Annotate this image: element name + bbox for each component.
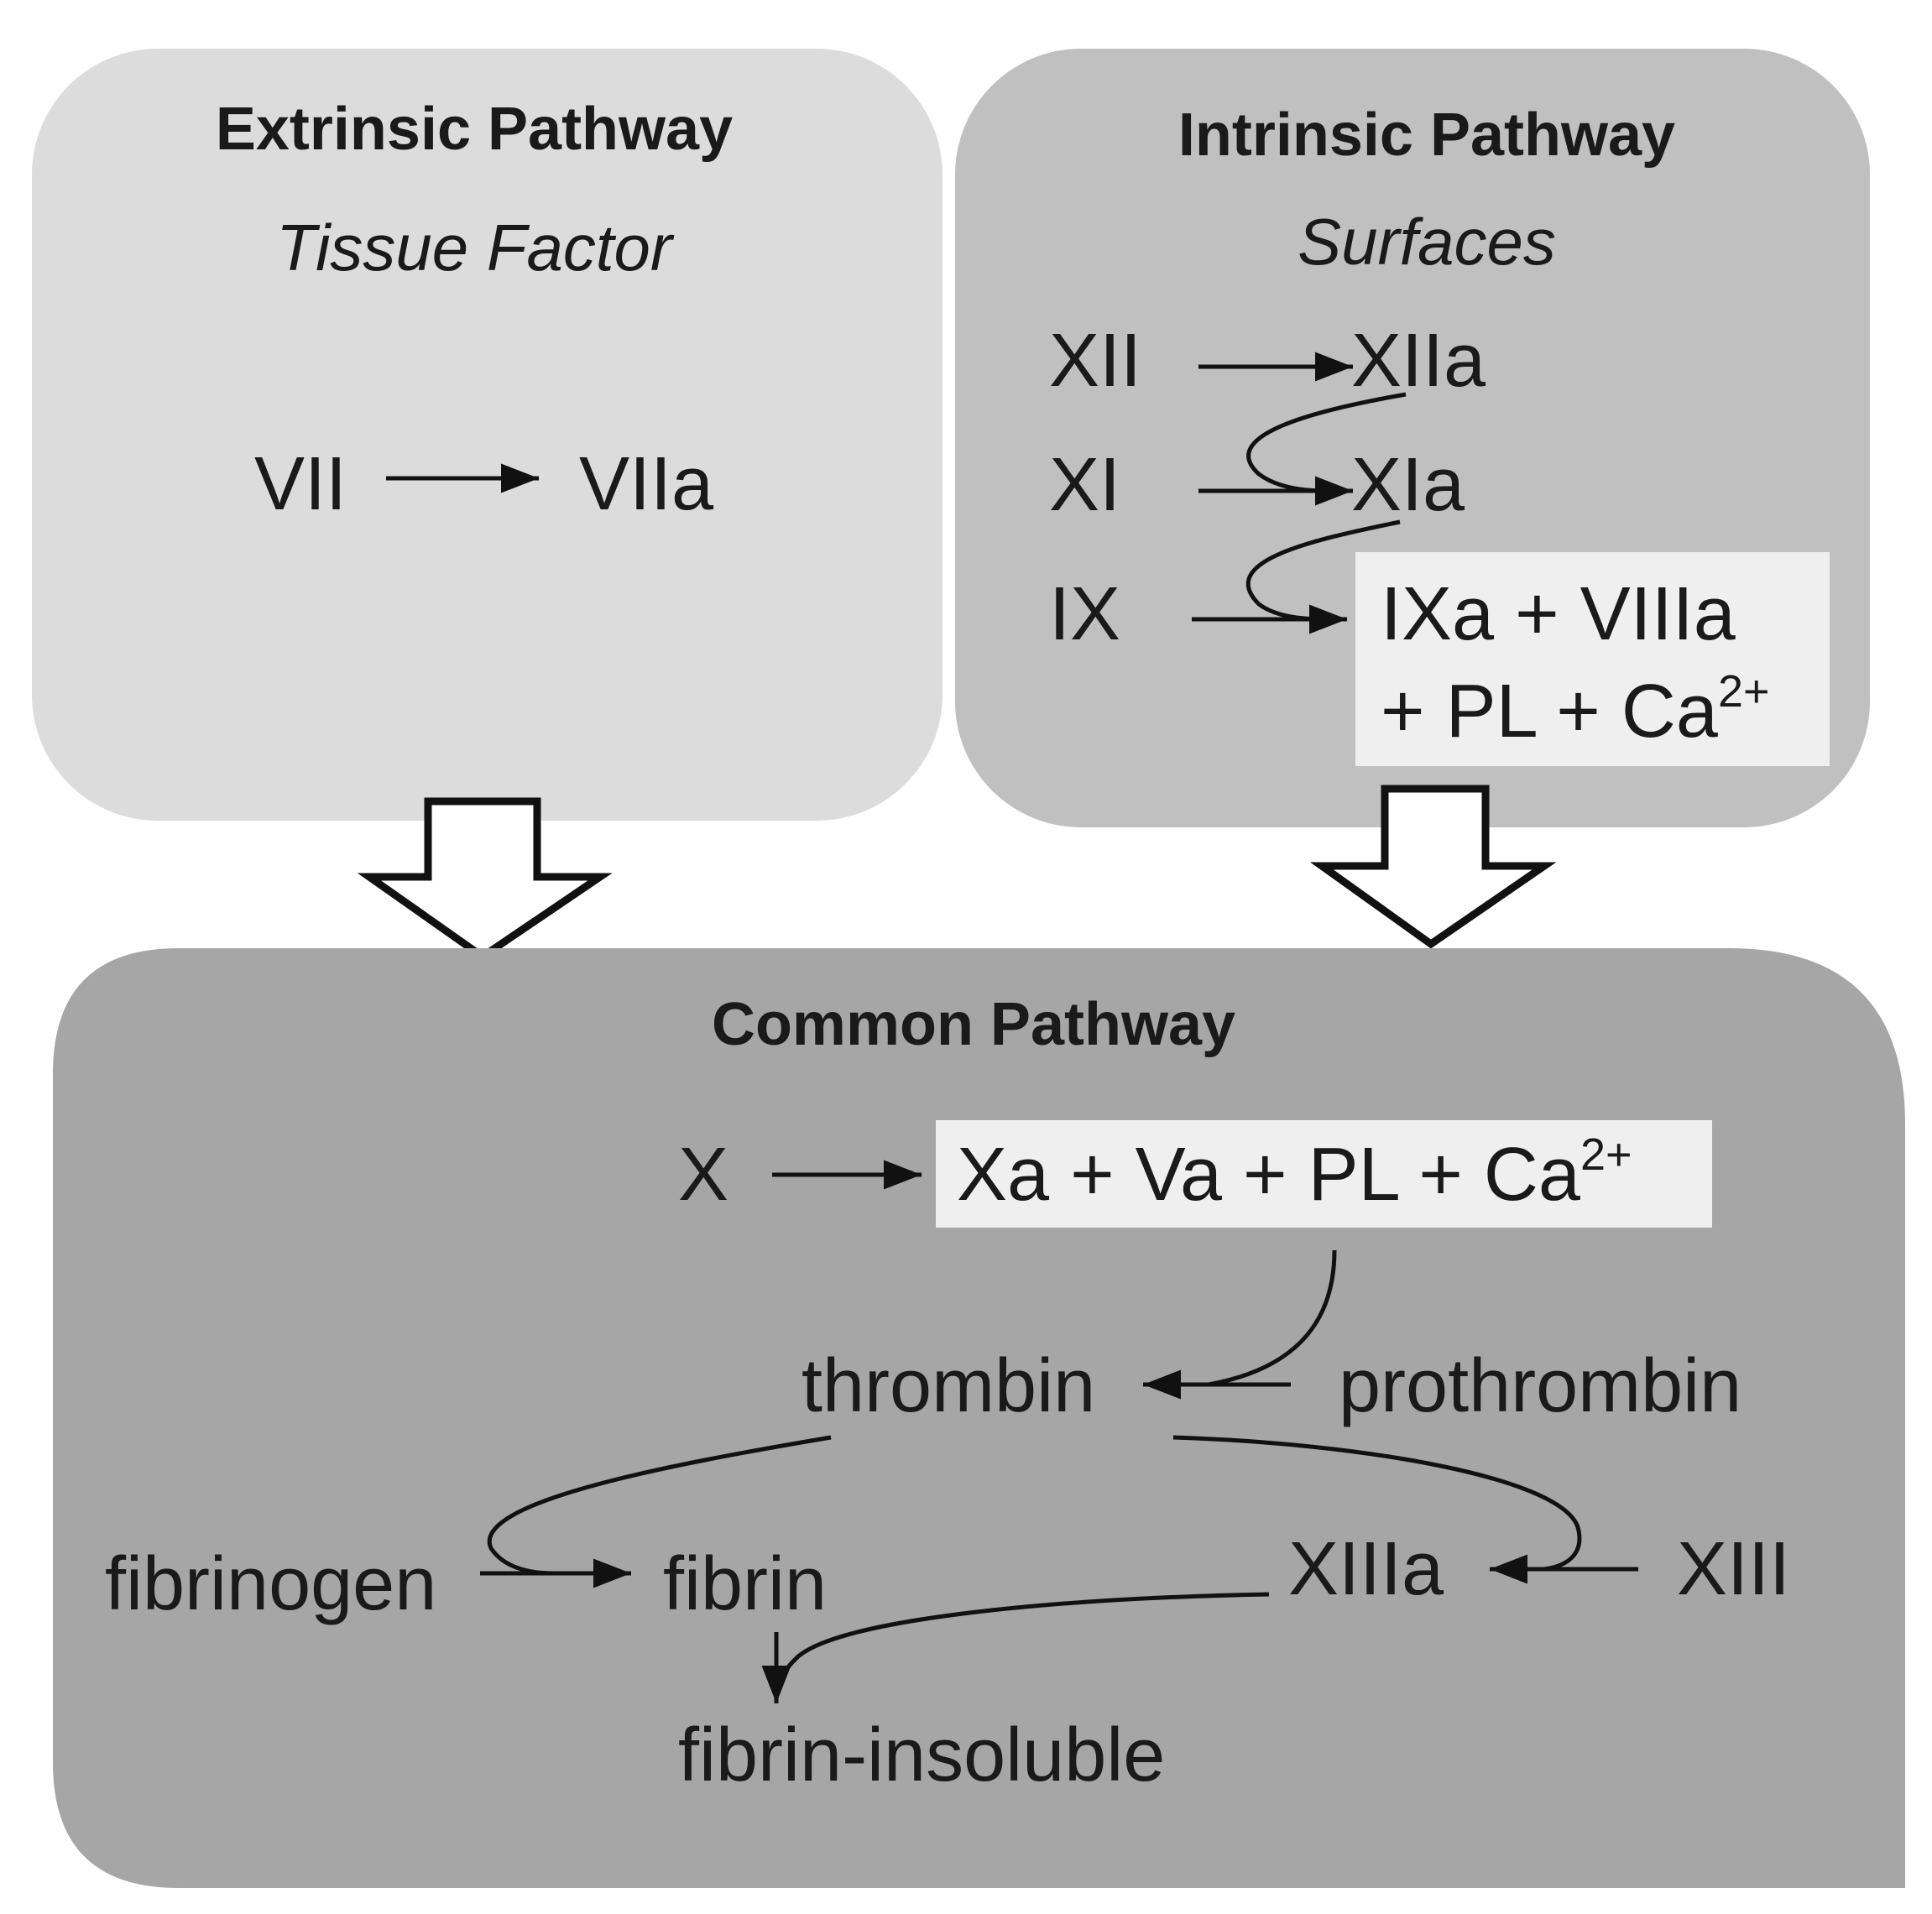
factor-xiia: XIIa xyxy=(1351,319,1486,403)
extrinsic-down-arrow xyxy=(357,797,613,962)
thrombin-fibrinogen-curve xyxy=(487,1435,832,1576)
extrinsic-title: Extrinsic Pathway xyxy=(216,96,733,163)
thrombin-label: thrombin xyxy=(802,1344,1095,1428)
factor-xiii: XIII xyxy=(1677,1527,1790,1611)
fibrin-insoluble-label: fibrin-insoluble xyxy=(678,1713,1165,1797)
factor-viia: VIIa xyxy=(579,442,714,526)
factor-ix: IX xyxy=(1049,572,1120,656)
extrinsic-panel: Extrinsic Pathway Tissue Factor VII VIIa xyxy=(32,49,943,821)
intrinsic-subtitle: Surfaces xyxy=(1298,205,1556,279)
xa-complex: Xa + Va + PL + Ca2+ xyxy=(957,1129,1632,1217)
factor-vii: VII xyxy=(254,442,347,526)
thrombin-xiii-curve xyxy=(1172,1435,1582,1572)
intrinsic-title: Intrinsic Pathway xyxy=(1178,102,1675,169)
ixa-complex-line2: + PL + Ca2+ xyxy=(1381,666,1770,754)
factor-xiiia: XIIIa xyxy=(1288,1527,1444,1611)
xa-complex-box xyxy=(936,1120,1712,1228)
extrinsic-subtitle: Tissue Factor xyxy=(276,211,675,284)
xiiia-catalysis-curve xyxy=(775,1592,1270,1696)
factor-xia: XIa xyxy=(1351,443,1465,527)
ixa-complex-box xyxy=(1355,552,1830,766)
prothrombin-label: prothrombin xyxy=(1339,1344,1741,1428)
factor-x: X xyxy=(678,1133,728,1217)
ixa-complex-line1: IXa + VIIIa xyxy=(1381,572,1736,656)
fibrinogen-label: fibrinogen xyxy=(105,1542,436,1626)
xiia-catalysis-curve xyxy=(1246,392,1407,493)
factor-xi: XI xyxy=(1049,443,1120,527)
common-panel: Common Pathway X Xa + Va + PL + Ca2+ thr… xyxy=(53,948,1905,1888)
intrinsic-panel: Intrinsic Pathway Surfaces XII XIIa XI X… xyxy=(955,49,1870,827)
extrinsic-panel-bg xyxy=(32,49,943,821)
xia-catalysis-curve xyxy=(1245,519,1401,622)
factor-xii: XII xyxy=(1049,319,1141,403)
fibrin-label: fibrin xyxy=(663,1542,827,1626)
intrinsic-down-arrow xyxy=(1309,785,1557,949)
xa-complex-catalysis-curve xyxy=(1208,1249,1337,1387)
common-title: Common Pathway xyxy=(712,991,1235,1058)
